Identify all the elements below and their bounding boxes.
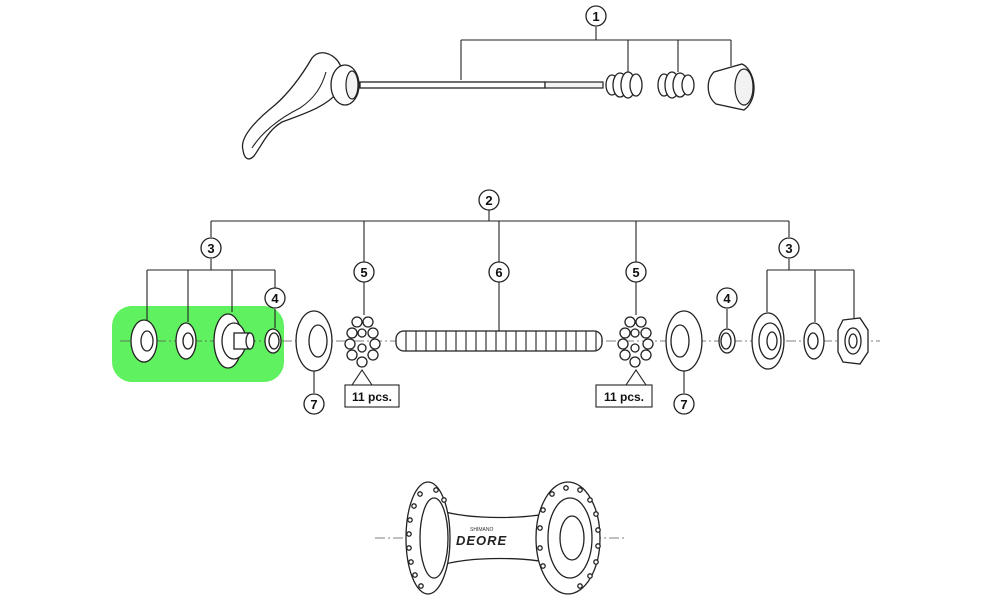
quick-release-lever: [241, 52, 343, 160]
callout-1-leaders: [460, 27, 732, 80]
qty-left-pointer: [351, 369, 373, 386]
right-spacer-ring[interactable]: [718, 328, 736, 354]
svg-text:2: 2: [485, 193, 492, 208]
cam-face: [345, 70, 359, 100]
left-locknut[interactable]: [130, 319, 158, 363]
svg-text:3: 3: [785, 241, 792, 256]
callout-7-right: 7: [673, 393, 695, 415]
callout-7-left: 7: [303, 393, 325, 415]
svg-text:4: 4: [271, 291, 279, 306]
svg-text:5: 5: [632, 265, 639, 280]
callout-1: 1: [585, 5, 607, 27]
callout-4-left: 4: [264, 287, 286, 309]
svg-text:3: 3: [207, 241, 214, 256]
callout-6: 6: [488, 261, 510, 283]
callout-3-left: 3: [200, 237, 222, 259]
left-dust-cap[interactable]: [295, 310, 333, 372]
left-washer[interactable]: [175, 322, 197, 360]
left-cone[interactable]: [213, 313, 255, 369]
callout-5-right: 5: [625, 261, 647, 283]
right-cone[interactable]: [751, 312, 785, 370]
spring-right: [657, 71, 695, 99]
hub-right-spoke-holes: [537, 485, 601, 589]
svg-text:7: 7: [310, 397, 317, 412]
callout-3-right: 3: [778, 237, 800, 259]
adjusting-nut-face: [734, 68, 754, 106]
svg-text:1: 1: [592, 9, 599, 24]
right-dust-cap[interactable]: [665, 310, 703, 372]
hub-shell[interactable]: SHIMANO DEORE: [405, 481, 601, 595]
highlight-left-cone-assembly[interactable]: [112, 306, 284, 382]
hub-axle[interactable]: [395, 330, 603, 352]
callout-5-left: 5: [353, 261, 375, 283]
callout-3-right-leaders: [726, 259, 855, 328]
right-locknut[interactable]: [837, 317, 869, 365]
callout-3-left-leaders: [146, 259, 276, 328]
hub-maker-label: SHIMANO: [470, 527, 493, 533]
qty-label-left: 11 pcs.: [344, 384, 400, 408]
hub-left-flange-inner: [419, 497, 449, 579]
hub-right-bore: [559, 515, 585, 561]
qty-right-pointer: [625, 369, 647, 386]
callout-2: 2: [478, 189, 500, 211]
svg-text:7: 7: [680, 397, 687, 412]
right-washer[interactable]: [803, 322, 825, 360]
left-ball-bearings[interactable]: [344, 316, 381, 368]
svg-text:6: 6: [495, 265, 502, 280]
quick-release-skewer[interactable]: [241, 52, 755, 160]
spring-left: [605, 71, 643, 99]
left-spacer-ring[interactable]: [264, 328, 282, 354]
svg-text:11 pcs.: 11 pcs.: [352, 390, 392, 404]
skewer-rod: [359, 81, 546, 89]
right-ball-bearings[interactable]: [617, 316, 654, 368]
svg-text:4: 4: [723, 291, 731, 306]
callout-2-leaders: [210, 210, 790, 262]
hub-model-label: DEORE: [456, 533, 507, 548]
callout-4-right: 4: [716, 287, 738, 309]
svg-text:11 pcs.: 11 pcs.: [604, 390, 644, 404]
svg-text:5: 5: [360, 265, 367, 280]
lever-inner-edge: [251, 71, 327, 149]
qty-label-right: 11 pcs.: [595, 384, 653, 408]
hub-left-spoke-holes: [406, 487, 447, 589]
skewer-thread: [544, 81, 604, 89]
